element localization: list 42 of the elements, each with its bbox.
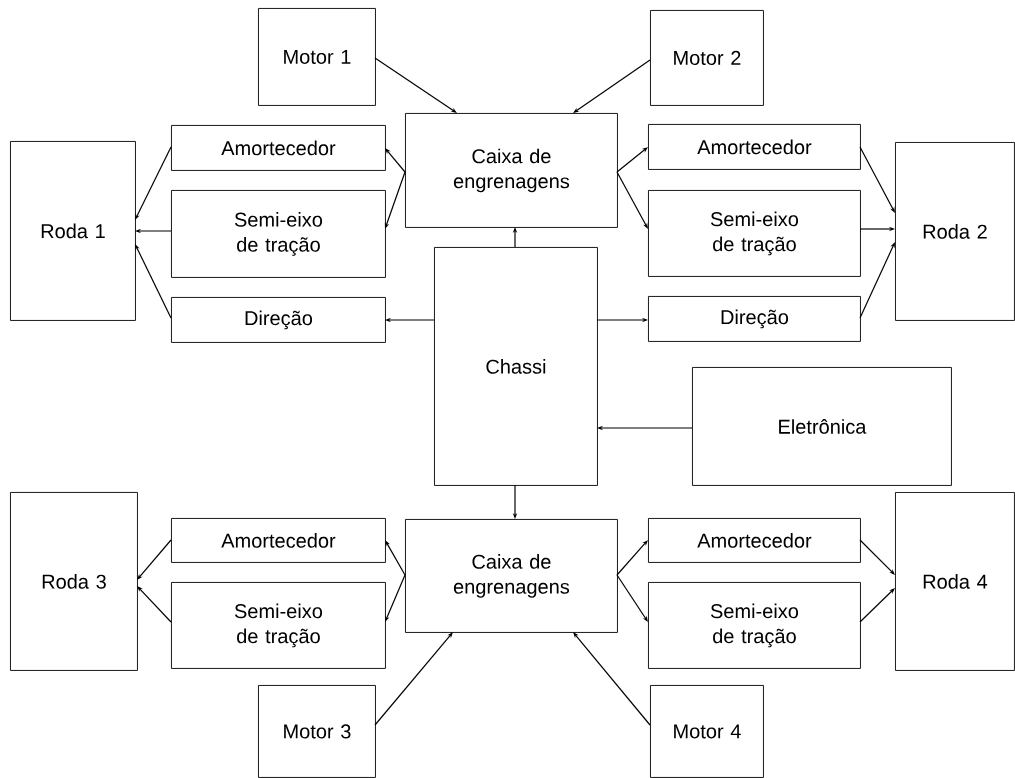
block-box: Roda 3 bbox=[10, 492, 138, 671]
arrow bbox=[616, 574, 648, 622]
arrow bbox=[859, 146, 895, 213]
block-box: Semi-eixo de tração bbox=[171, 582, 386, 669]
block-box: Eletrônica bbox=[692, 367, 952, 486]
block-box: Roda 1 bbox=[10, 141, 136, 321]
block-box: Caixa de engrenagens bbox=[405, 113, 618, 228]
arrow bbox=[859, 588, 895, 623]
arrow bbox=[859, 242, 895, 319]
arrow bbox=[385, 540, 406, 576]
block-box: Semi-eixo de tração bbox=[171, 190, 386, 278]
arrow bbox=[616, 540, 648, 576]
arrow bbox=[616, 147, 648, 173]
block-box: Direção bbox=[171, 297, 386, 343]
block-box: Semi-eixo de tração bbox=[648, 190, 861, 277]
block-box: Semi-eixo de tração bbox=[648, 582, 861, 669]
block-box: Amortecedor bbox=[171, 518, 386, 563]
arrow bbox=[573, 632, 651, 726]
arrow bbox=[137, 539, 172, 580]
block-box: Roda 4 bbox=[895, 492, 1015, 671]
block-box: Motor 1 bbox=[258, 8, 376, 106]
block-box: Amortecedor bbox=[171, 125, 386, 171]
block-box: Caixa de engrenagens bbox=[405, 519, 618, 633]
block-box: Roda 2 bbox=[895, 142, 1015, 321]
block-box: Amortecedor bbox=[648, 518, 861, 563]
block-box: Chassi bbox=[434, 247, 598, 486]
arrow bbox=[135, 244, 172, 319]
arrow bbox=[859, 539, 895, 575]
arrow bbox=[616, 171, 648, 229]
arrow bbox=[137, 586, 172, 623]
block-box: Direção bbox=[648, 296, 861, 342]
arrow bbox=[374, 57, 457, 113]
arrow bbox=[374, 632, 453, 726]
arrow bbox=[573, 59, 651, 113]
arrow bbox=[135, 146, 172, 220]
block-box: Motor 3 bbox=[258, 685, 376, 778]
arrow bbox=[385, 148, 406, 173]
block-box: Motor 2 bbox=[650, 10, 764, 106]
block-box: Amortecedor bbox=[648, 124, 861, 170]
arrow bbox=[385, 574, 406, 622]
block-box: Motor 4 bbox=[650, 685, 764, 778]
arrow bbox=[384, 171, 406, 229]
